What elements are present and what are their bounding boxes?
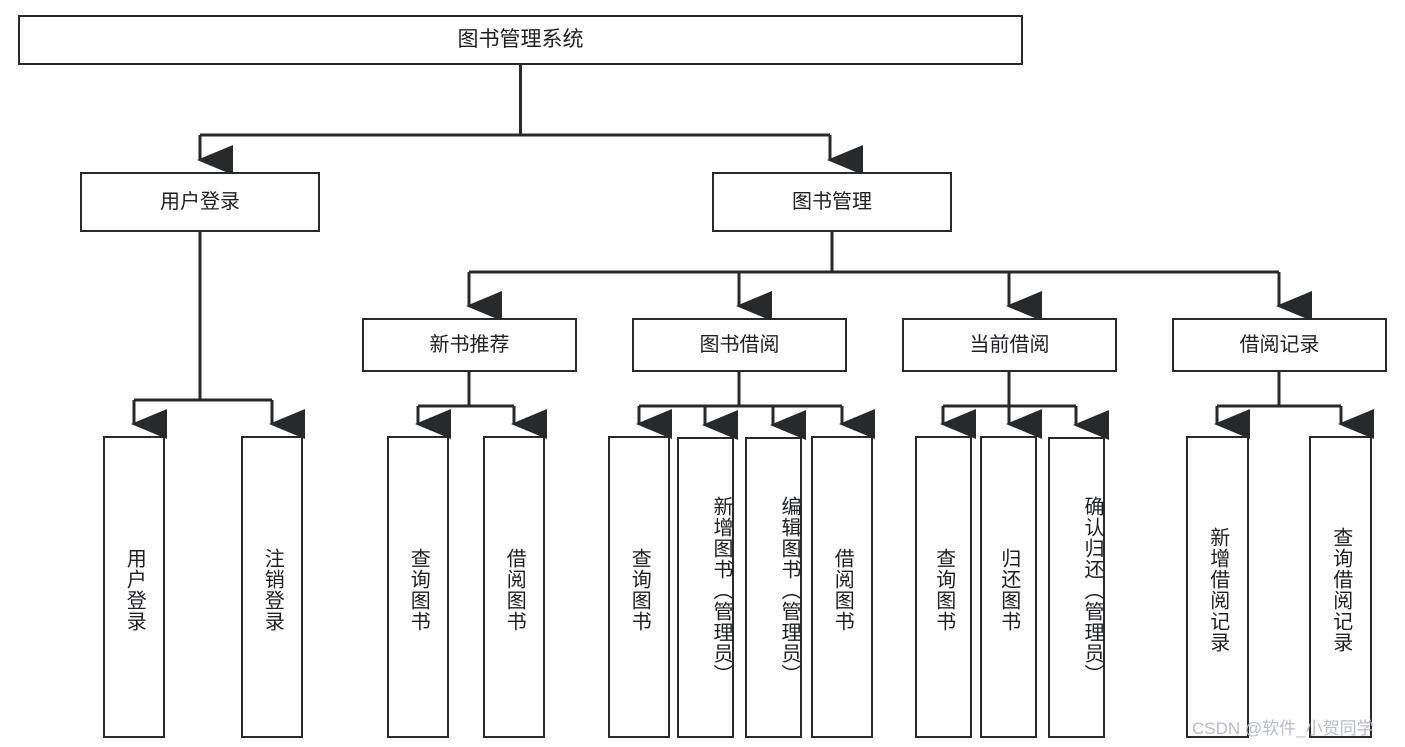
leaf-add-borrow-record-label: 新增借阅记录	[1206, 527, 1229, 653]
watermark: CSDN @软件_小贺同学	[1192, 719, 1374, 738]
leaf-confirm-return-admin[interactable]: 确认归还（管理员）	[1048, 437, 1105, 738]
leaf-logout-label: 注销登录	[261, 548, 284, 632]
leaf-query-borrow-record[interactable]: 查询借阅记录	[1309, 436, 1372, 738]
leaf-query-book-recommend[interactable]: 查询图书	[387, 436, 449, 738]
leaf-edit-book-admin-label: 编辑图书（管理员）	[778, 496, 800, 685]
node-book-borrow-label: 图书借阅	[699, 333, 780, 356]
leaf-user-login[interactable]: 用户登录	[103, 436, 165, 738]
leaf-query-book-recommend-label: 查询图书	[407, 548, 430, 632]
leaf-add-book-admin-label: 新增图书（管理员）	[710, 496, 732, 685]
leaf-user-login-label: 用户登录	[123, 548, 146, 632]
node-book-management-label: 图书管理	[792, 190, 872, 213]
node-root-label: 图书管理系统	[457, 28, 584, 52]
leaf-borrow-book-recommend-label: 借阅图书	[503, 548, 526, 632]
leaf-return-book[interactable]: 归还图书	[980, 436, 1037, 738]
leaf-query-book-borrow[interactable]: 查询图书	[608, 436, 670, 738]
node-borrow-record-label: 借阅记录	[1239, 333, 1320, 356]
node-current-borrow[interactable]: 当前借阅	[902, 318, 1117, 372]
leaf-logout[interactable]: 注销登录	[241, 436, 303, 738]
leaf-query-book-current[interactable]: 查询图书	[915, 436, 972, 738]
node-user-login-label: 用户登录	[160, 190, 240, 213]
leaf-edit-book-admin[interactable]: 编辑图书（管理员）	[745, 437, 802, 738]
leaf-return-book-label: 归还图书	[997, 548, 1020, 632]
node-new-book-recommend-label: 新书推荐	[429, 333, 510, 356]
node-borrow-record[interactable]: 借阅记录	[1172, 318, 1387, 372]
leaf-add-borrow-record[interactable]: 新增借阅记录	[1186, 436, 1249, 738]
node-book-borrow[interactable]: 图书借阅	[632, 318, 847, 372]
leaf-add-book-admin[interactable]: 新增图书（管理员）	[677, 437, 734, 738]
leaf-confirm-return-admin-label: 确认归还（管理员）	[1081, 496, 1103, 685]
node-book-management[interactable]: 图书管理	[712, 172, 952, 232]
leaf-query-book-borrow-label: 查询图书	[628, 548, 651, 632]
leaf-borrow-book[interactable]: 借阅图书	[811, 436, 873, 738]
node-root[interactable]: 图书管理系统	[18, 15, 1023, 65]
leaf-borrow-book-recommend[interactable]: 借阅图书	[483, 436, 545, 738]
leaf-borrow-book-label: 借阅图书	[831, 548, 854, 632]
leaf-query-borrow-record-label: 查询借阅记录	[1329, 527, 1352, 653]
leaf-query-book-current-label: 查询图书	[932, 548, 955, 632]
node-current-borrow-label: 当前借阅	[969, 333, 1050, 356]
node-user-login[interactable]: 用户登录	[80, 172, 320, 232]
node-new-book-recommend[interactable]: 新书推荐	[362, 318, 577, 372]
